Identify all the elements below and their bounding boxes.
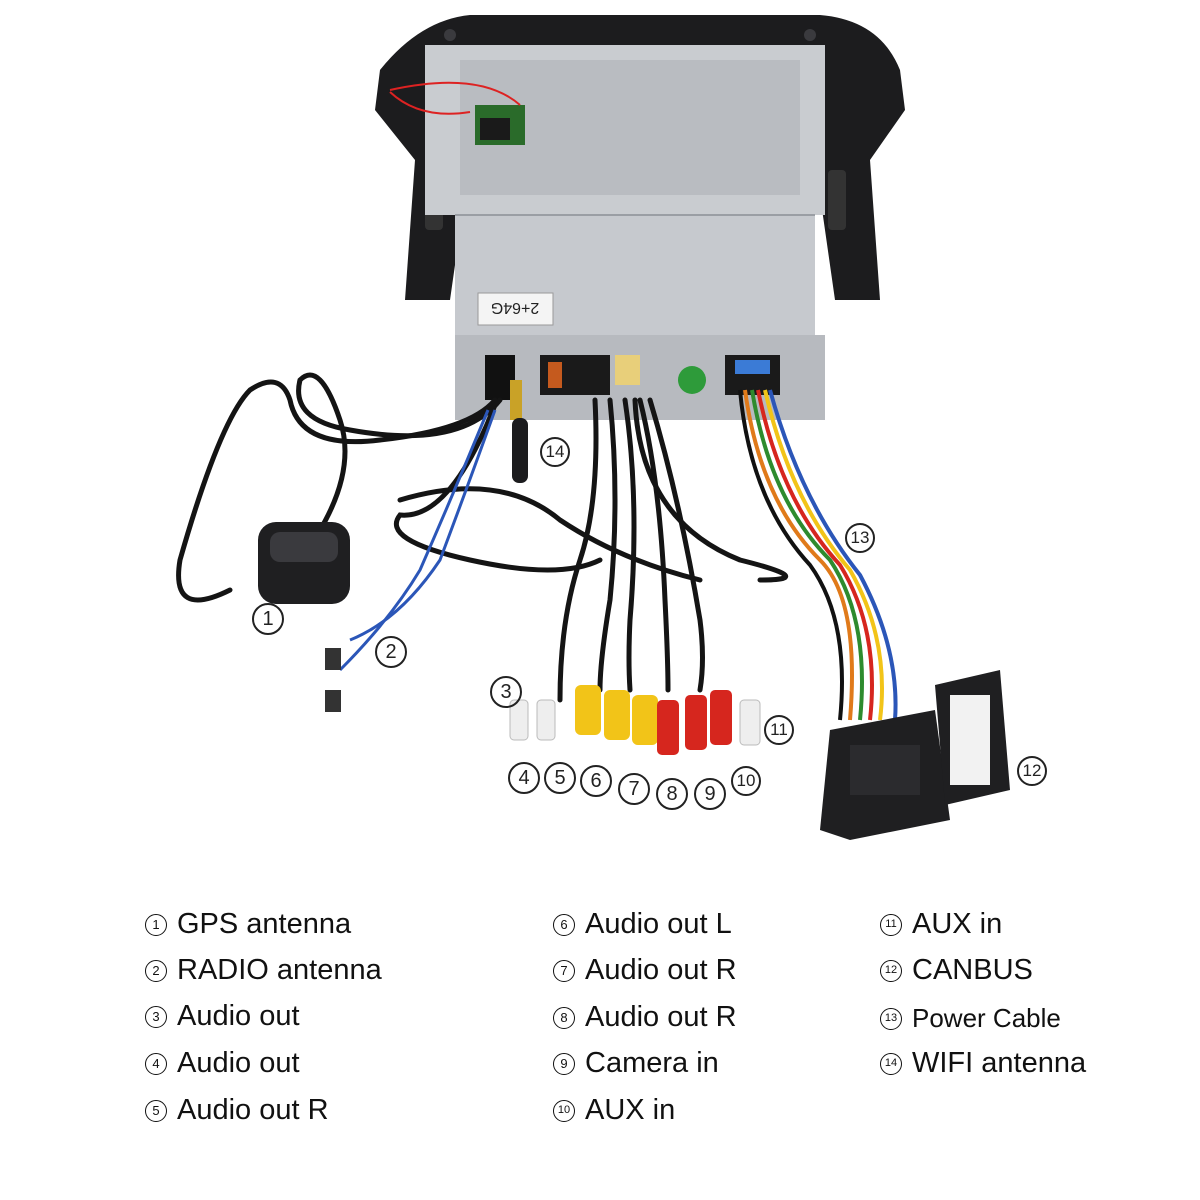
callout-7: 7: [618, 773, 650, 805]
legend-item-camera-in-9: 9 Camera in: [553, 1047, 719, 1080]
metal-chassis: 2+64G: [389, 45, 825, 420]
callout-1: 1: [252, 603, 284, 635]
legend-item-audio-out-r-5: 5 Audio out R: [145, 1094, 329, 1127]
radio-antenna-wires: [338, 409, 497, 672]
legend-label: GPS antenna: [177, 908, 352, 940]
legend-label: Audio out R: [585, 1001, 737, 1033]
legend-number: 11: [880, 913, 902, 936]
legend-label: AUX in: [585, 1094, 676, 1126]
power-harness: [738, 389, 898, 721]
legend-item-audio-out-l-6: 6 Audio out L: [553, 908, 732, 941]
legend-label: CANBUS: [912, 954, 1033, 986]
legend-label: Audio out R: [585, 954, 737, 986]
canbus-box: [935, 670, 1010, 805]
callout-5: 5: [544, 762, 576, 794]
callout-6: 6: [580, 765, 612, 797]
legend-label: Power Cable: [912, 1003, 1061, 1033]
legend-item-gps-antenna: 1 GPS antenna: [145, 908, 351, 941]
legend-item-audio-out-3: 3 Audio out: [145, 1000, 300, 1033]
callout-11: 11: [764, 715, 794, 745]
iso-connector: [820, 710, 950, 840]
legend-item-audio-out-r-7: 7 Audio out R: [553, 954, 737, 987]
legend-number: 13: [880, 1007, 902, 1030]
legend-number: 2: [145, 959, 167, 982]
legend-label: Audio out: [177, 1000, 300, 1032]
legend-number: 4: [145, 1052, 167, 1075]
legend-item-power-cable-13: 13 Power Cable: [880, 1003, 1061, 1034]
callout-4: 4: [508, 762, 540, 794]
legend-number: 6: [553, 913, 575, 936]
radio-plugs: [325, 648, 341, 712]
legend-label: Audio out R: [177, 1094, 329, 1126]
legend-number: 3: [145, 1005, 167, 1028]
callout-10: 10: [731, 766, 761, 796]
legend-item-aux-in-11: 11 AUX in: [880, 908, 1002, 941]
legend-number: 1: [145, 913, 167, 936]
callout-9: 9: [694, 778, 726, 810]
callout-14: 14: [540, 437, 570, 467]
callout-13: 13: [845, 523, 875, 553]
legend-label: Audio out L: [585, 908, 732, 940]
wifi-antenna: [510, 380, 528, 483]
legend-number: 9: [553, 1052, 575, 1075]
rca-plugs: [509, 685, 761, 755]
legend-number: 7: [553, 959, 575, 982]
legend-number: 12: [880, 959, 902, 982]
callout-2: 2: [375, 636, 407, 668]
legend-label: AUX in: [912, 908, 1003, 940]
legend-label: WIFI antenna: [912, 1047, 1087, 1079]
legend-item-wifi-antenna-14: 14 WIFI antenna: [880, 1047, 1086, 1080]
legend-number: 8: [553, 1006, 575, 1029]
legend-item-audio-out-r-8: 8 Audio out R: [553, 1001, 737, 1034]
legend-item-canbus-12: 12 CANBUS: [880, 954, 1033, 987]
callout-8: 8: [656, 778, 688, 810]
legend-item-audio-out-4: 4 Audio out: [145, 1047, 300, 1080]
storage-label: 2+64G: [491, 299, 539, 316]
legend-number: 5: [145, 1099, 167, 1122]
legend-number: 10: [553, 1099, 575, 1122]
legend-item-aux-in-10: 10 AUX in: [553, 1094, 675, 1127]
gps-antenna: [258, 522, 350, 604]
cable-bundle: [176, 372, 789, 703]
legend-number: 14: [880, 1052, 902, 1075]
callout-3: 3: [490, 676, 522, 708]
head-unit-photo: 2+64G: [176, 15, 1010, 840]
callout-12: 12: [1017, 756, 1047, 786]
legend-label: RADIO antenna: [177, 954, 382, 986]
legend-item-radio-antenna: 2 RADIO antenna: [145, 954, 382, 987]
legend-label: Audio out: [177, 1047, 300, 1079]
legend-label: Camera in: [585, 1047, 719, 1079]
